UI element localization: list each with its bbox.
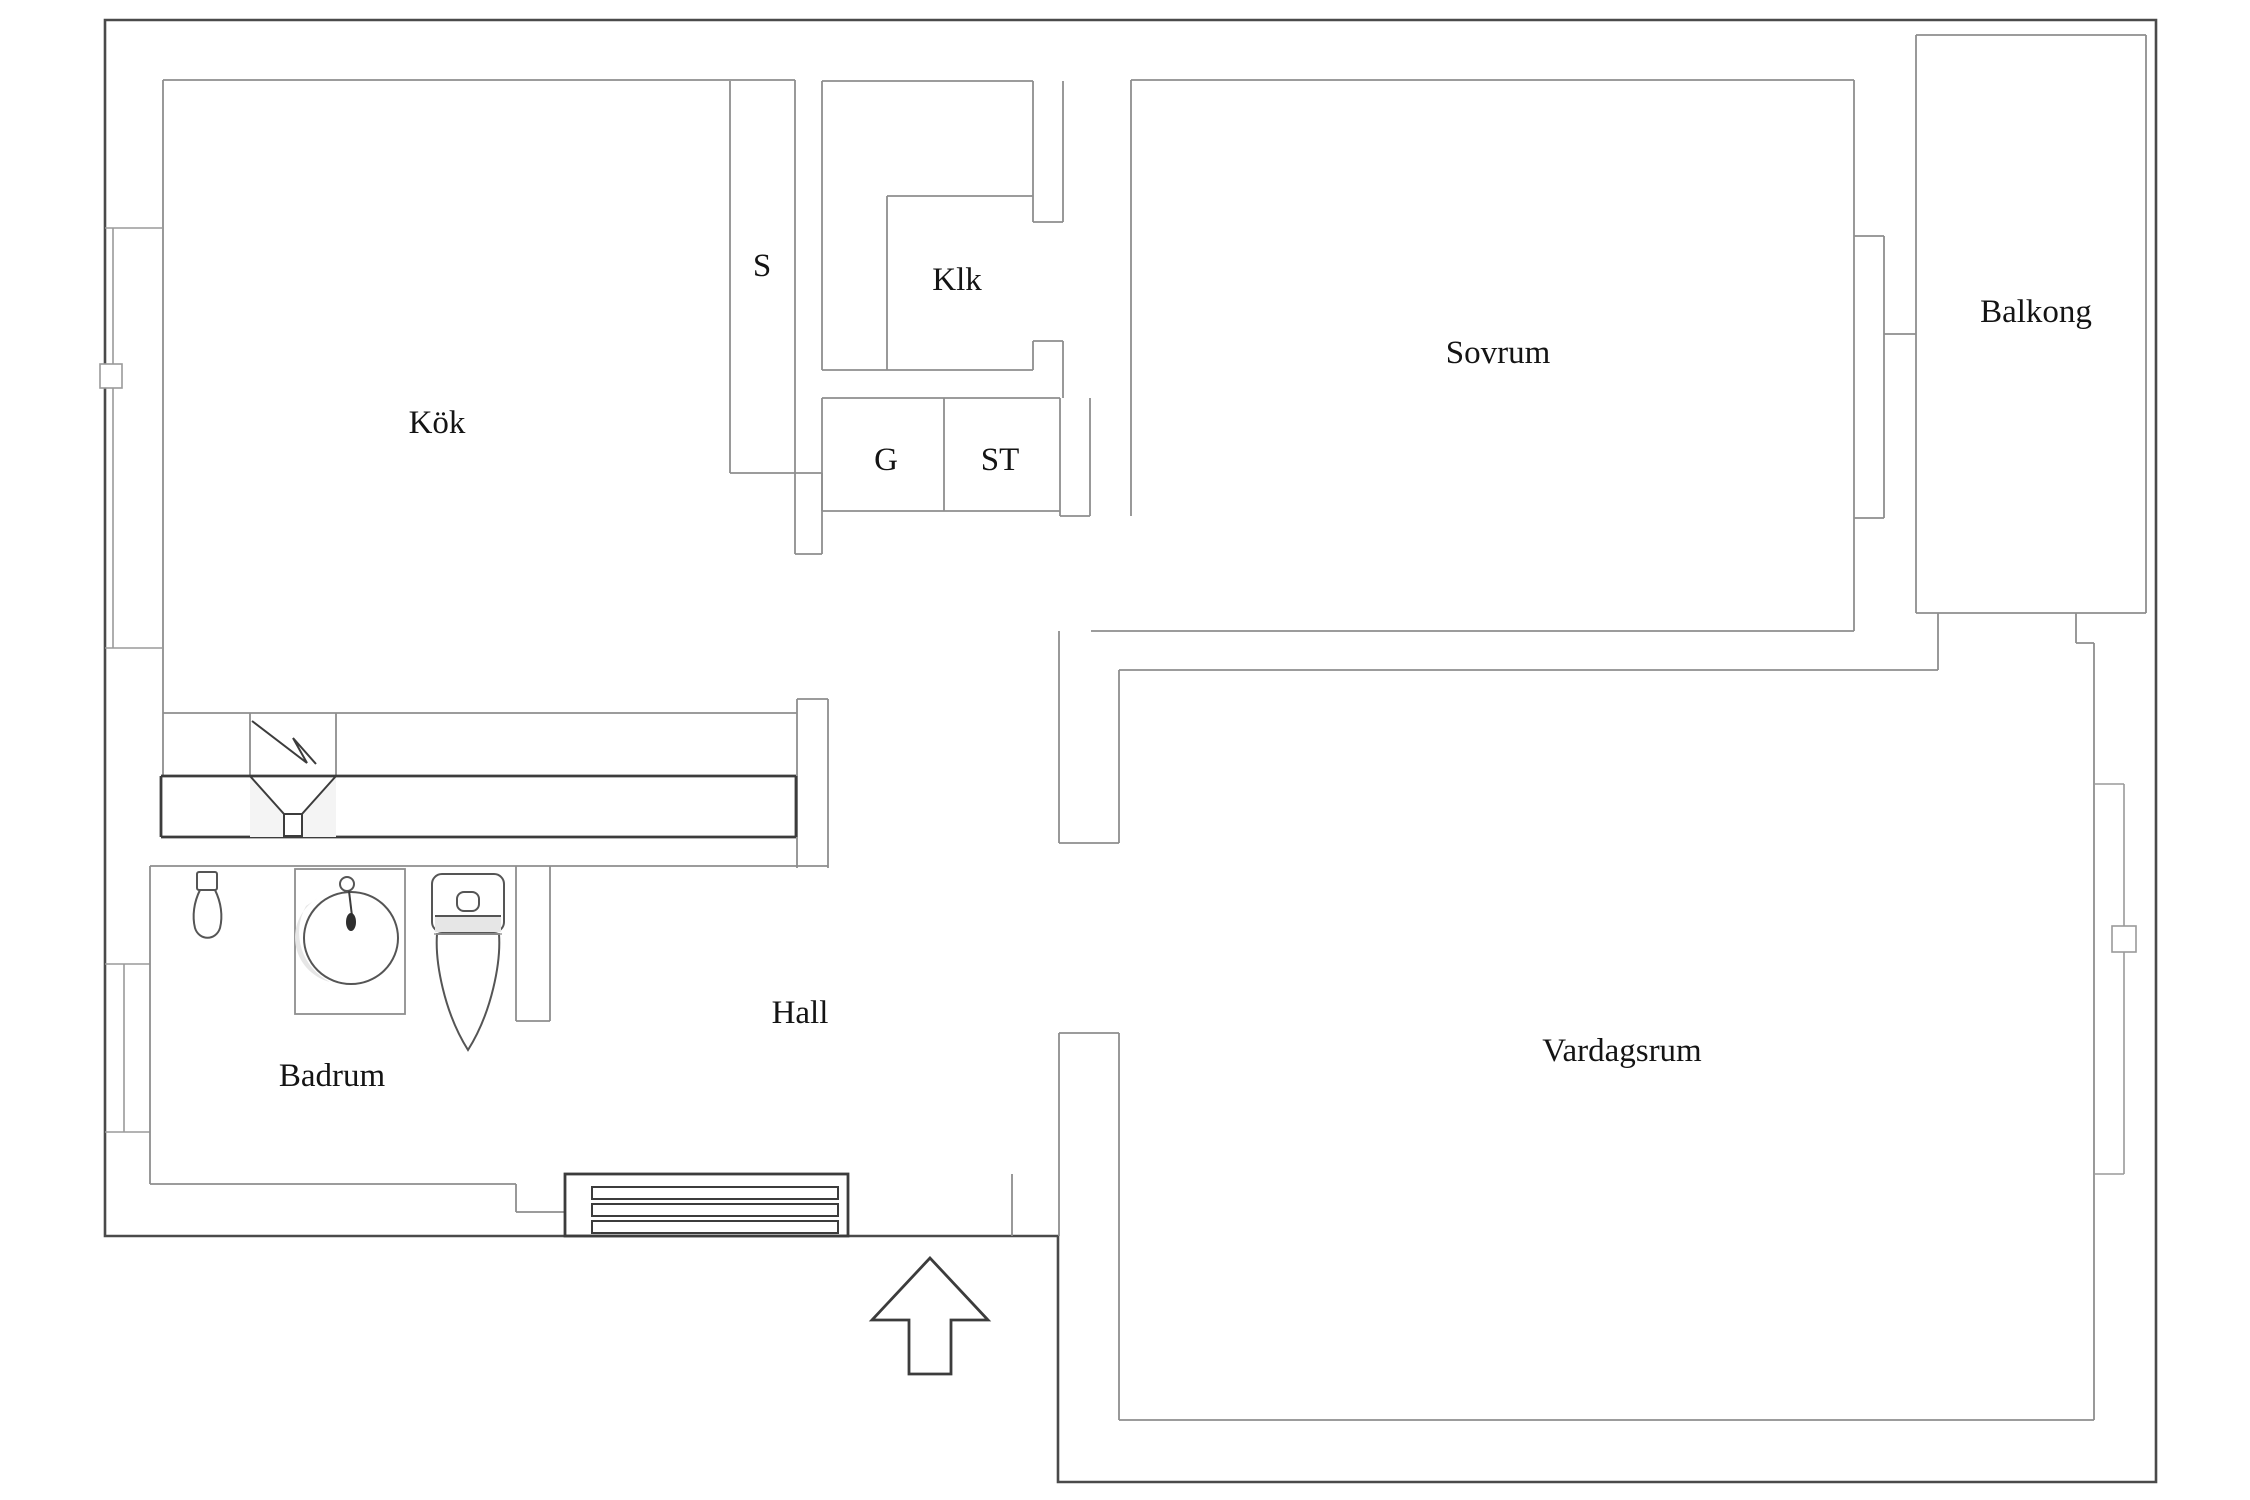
- radiator-icon: [563, 1172, 850, 1238]
- room-label-sovrum: Sovrum: [1446, 335, 1551, 371]
- kitchen-walls: [162, 79, 829, 868]
- outer-wall: [103, 18, 2158, 1484]
- room-label-badrum: Badrum: [279, 1058, 386, 1094]
- toilet-icon: [431, 873, 505, 1052]
- room-label-g: G: [874, 442, 898, 478]
- room-label-kok: Kök: [409, 405, 466, 441]
- bathroom-window: [105, 963, 150, 1133]
- room-label-hall: Hall: [772, 995, 829, 1031]
- room-label-vardagsrum: Vardagsrum: [1542, 1033, 1702, 1069]
- livingroom-window: [2094, 783, 2137, 1175]
- room-label-balkong: Balkong: [1980, 294, 2092, 330]
- window-marker-icon: [2111, 925, 2137, 953]
- bathroom-walls: [149, 865, 828, 1213]
- bathroom-sink-icon: [294, 868, 406, 1015]
- window-marker-icon: [99, 363, 123, 389]
- g-st-walls: [821, 397, 1091, 517]
- livingroom-walls: [1058, 643, 2095, 1421]
- klk-walls: [821, 80, 1064, 398]
- kitchen-sink-icon: [249, 720, 337, 837]
- balcony-door: [1854, 235, 1916, 519]
- kitchen-window: [99, 227, 163, 649]
- room-label-s: S: [753, 248, 771, 284]
- kitchen-counter: [159, 720, 798, 839]
- entrance-arrow-icon: [868, 1255, 992, 1376]
- room-label-klk: Klk: [932, 262, 982, 298]
- bedroom-walls: [1058, 79, 1938, 844]
- shower-mixer-icon: [192, 871, 223, 939]
- balcony-walls: [1915, 34, 2147, 670]
- room-label-st: ST: [981, 442, 1020, 478]
